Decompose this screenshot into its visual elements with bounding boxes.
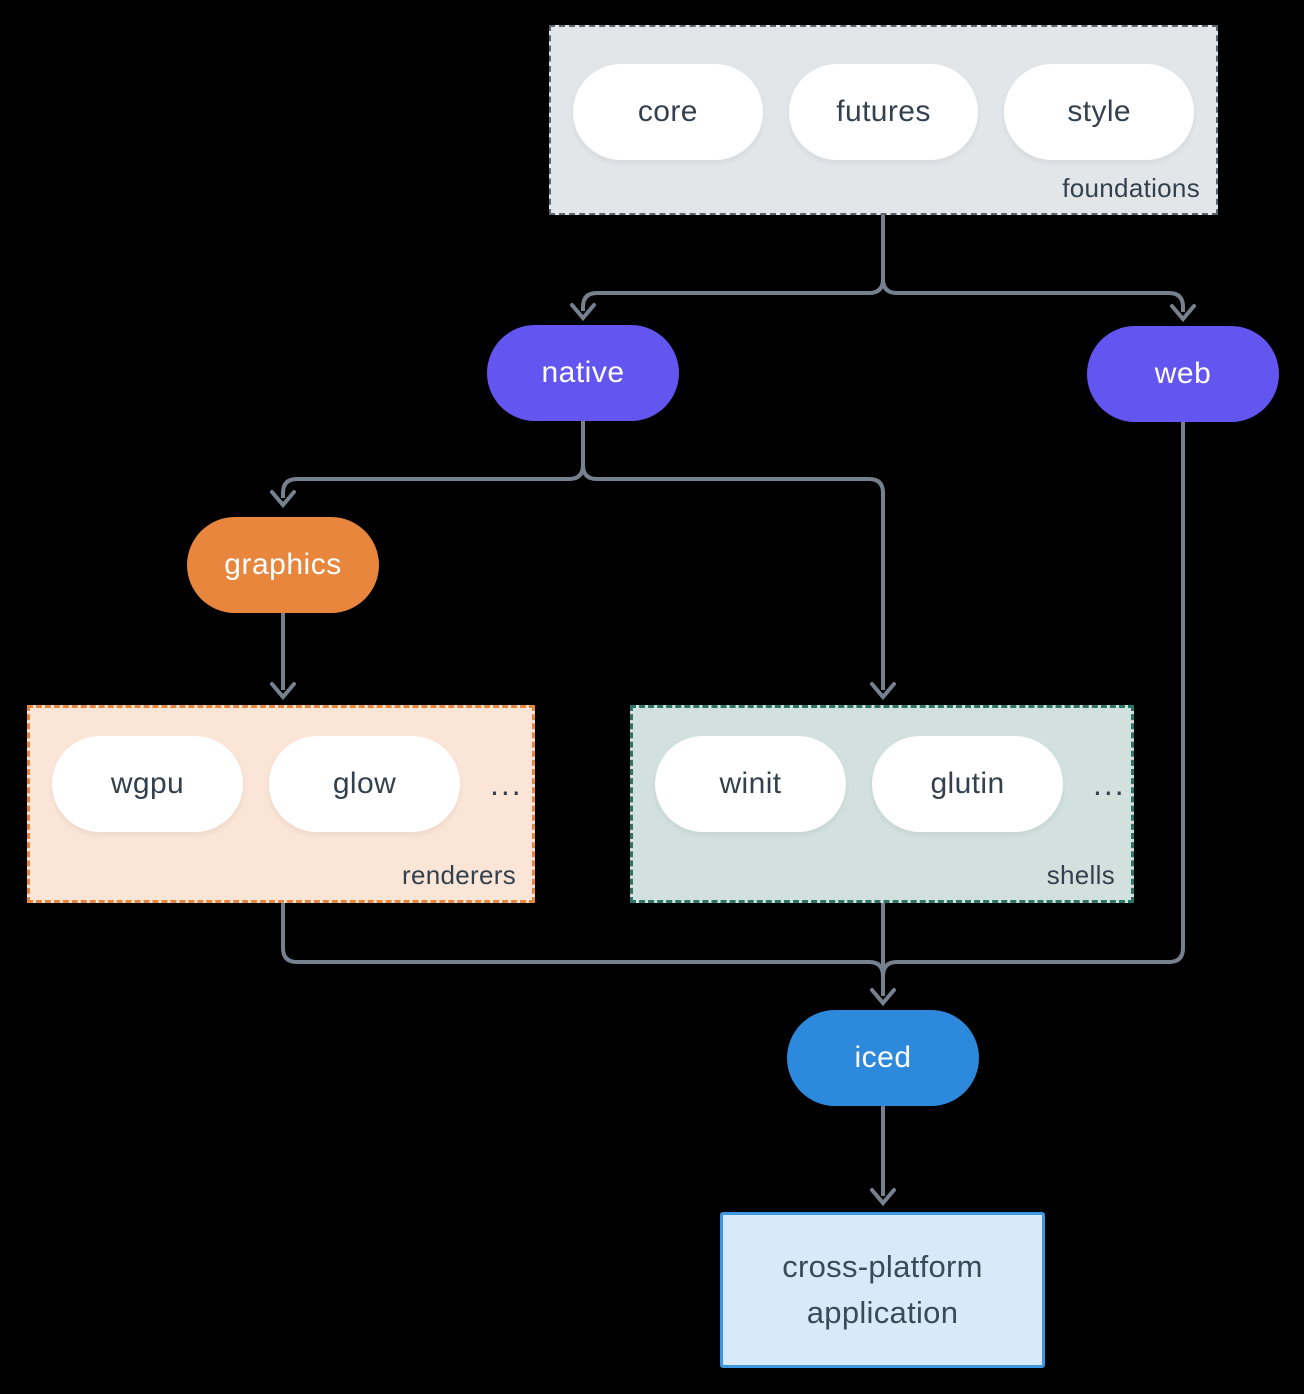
renderers-ellipsis: ... (490, 765, 523, 802)
arrow-native-to-shells (581, 464, 885, 690)
foundations-label: foundations (1062, 173, 1200, 203)
node-cross-platform-application: cross-platform application (720, 1212, 1045, 1368)
node-graphics: graphics (187, 517, 379, 613)
arrowhead-iced (870, 988, 896, 1007)
foundations-pills-row: core futures style (551, 27, 1216, 160)
shells-label: shells (1046, 860, 1115, 890)
arrowhead-web (1170, 304, 1196, 323)
node-style: style (1004, 64, 1195, 160)
arrow-foundations-to-web (881, 278, 1185, 312)
shells-ellipsis: ... (1093, 765, 1126, 802)
group-renderers: wgpu glow ... renderers (27, 705, 535, 903)
node-futures: futures (788, 64, 979, 160)
group-shells: winit glutin ... shells (630, 705, 1134, 903)
renderers-pills-row: wgpu glow ... (30, 708, 532, 832)
node-native: native (487, 325, 679, 421)
shells-pills-row: winit glutin ... (633, 708, 1131, 832)
arrow-renderers-to-merge (281, 903, 885, 977)
arrow-native-to-graphics (281, 464, 585, 498)
node-glow: glow (269, 736, 460, 832)
node-winit: winit (655, 736, 846, 832)
arrow-foundations-to-native (581, 278, 885, 311)
arrowhead-shells (870, 682, 896, 701)
group-foundations: core futures style foundations (549, 25, 1218, 215)
arrowhead-graphics (270, 490, 296, 509)
node-wgpu: wgpu (52, 736, 243, 832)
node-web: web (1087, 326, 1279, 422)
node-iced: iced (787, 1010, 979, 1106)
node-glutin: glutin (872, 736, 1063, 832)
arrowhead-application (870, 1188, 896, 1207)
node-core: core (573, 64, 763, 160)
arrowhead-renderers (270, 682, 296, 701)
renderers-label: renderers (402, 860, 516, 890)
arrowhead-native (570, 303, 596, 322)
